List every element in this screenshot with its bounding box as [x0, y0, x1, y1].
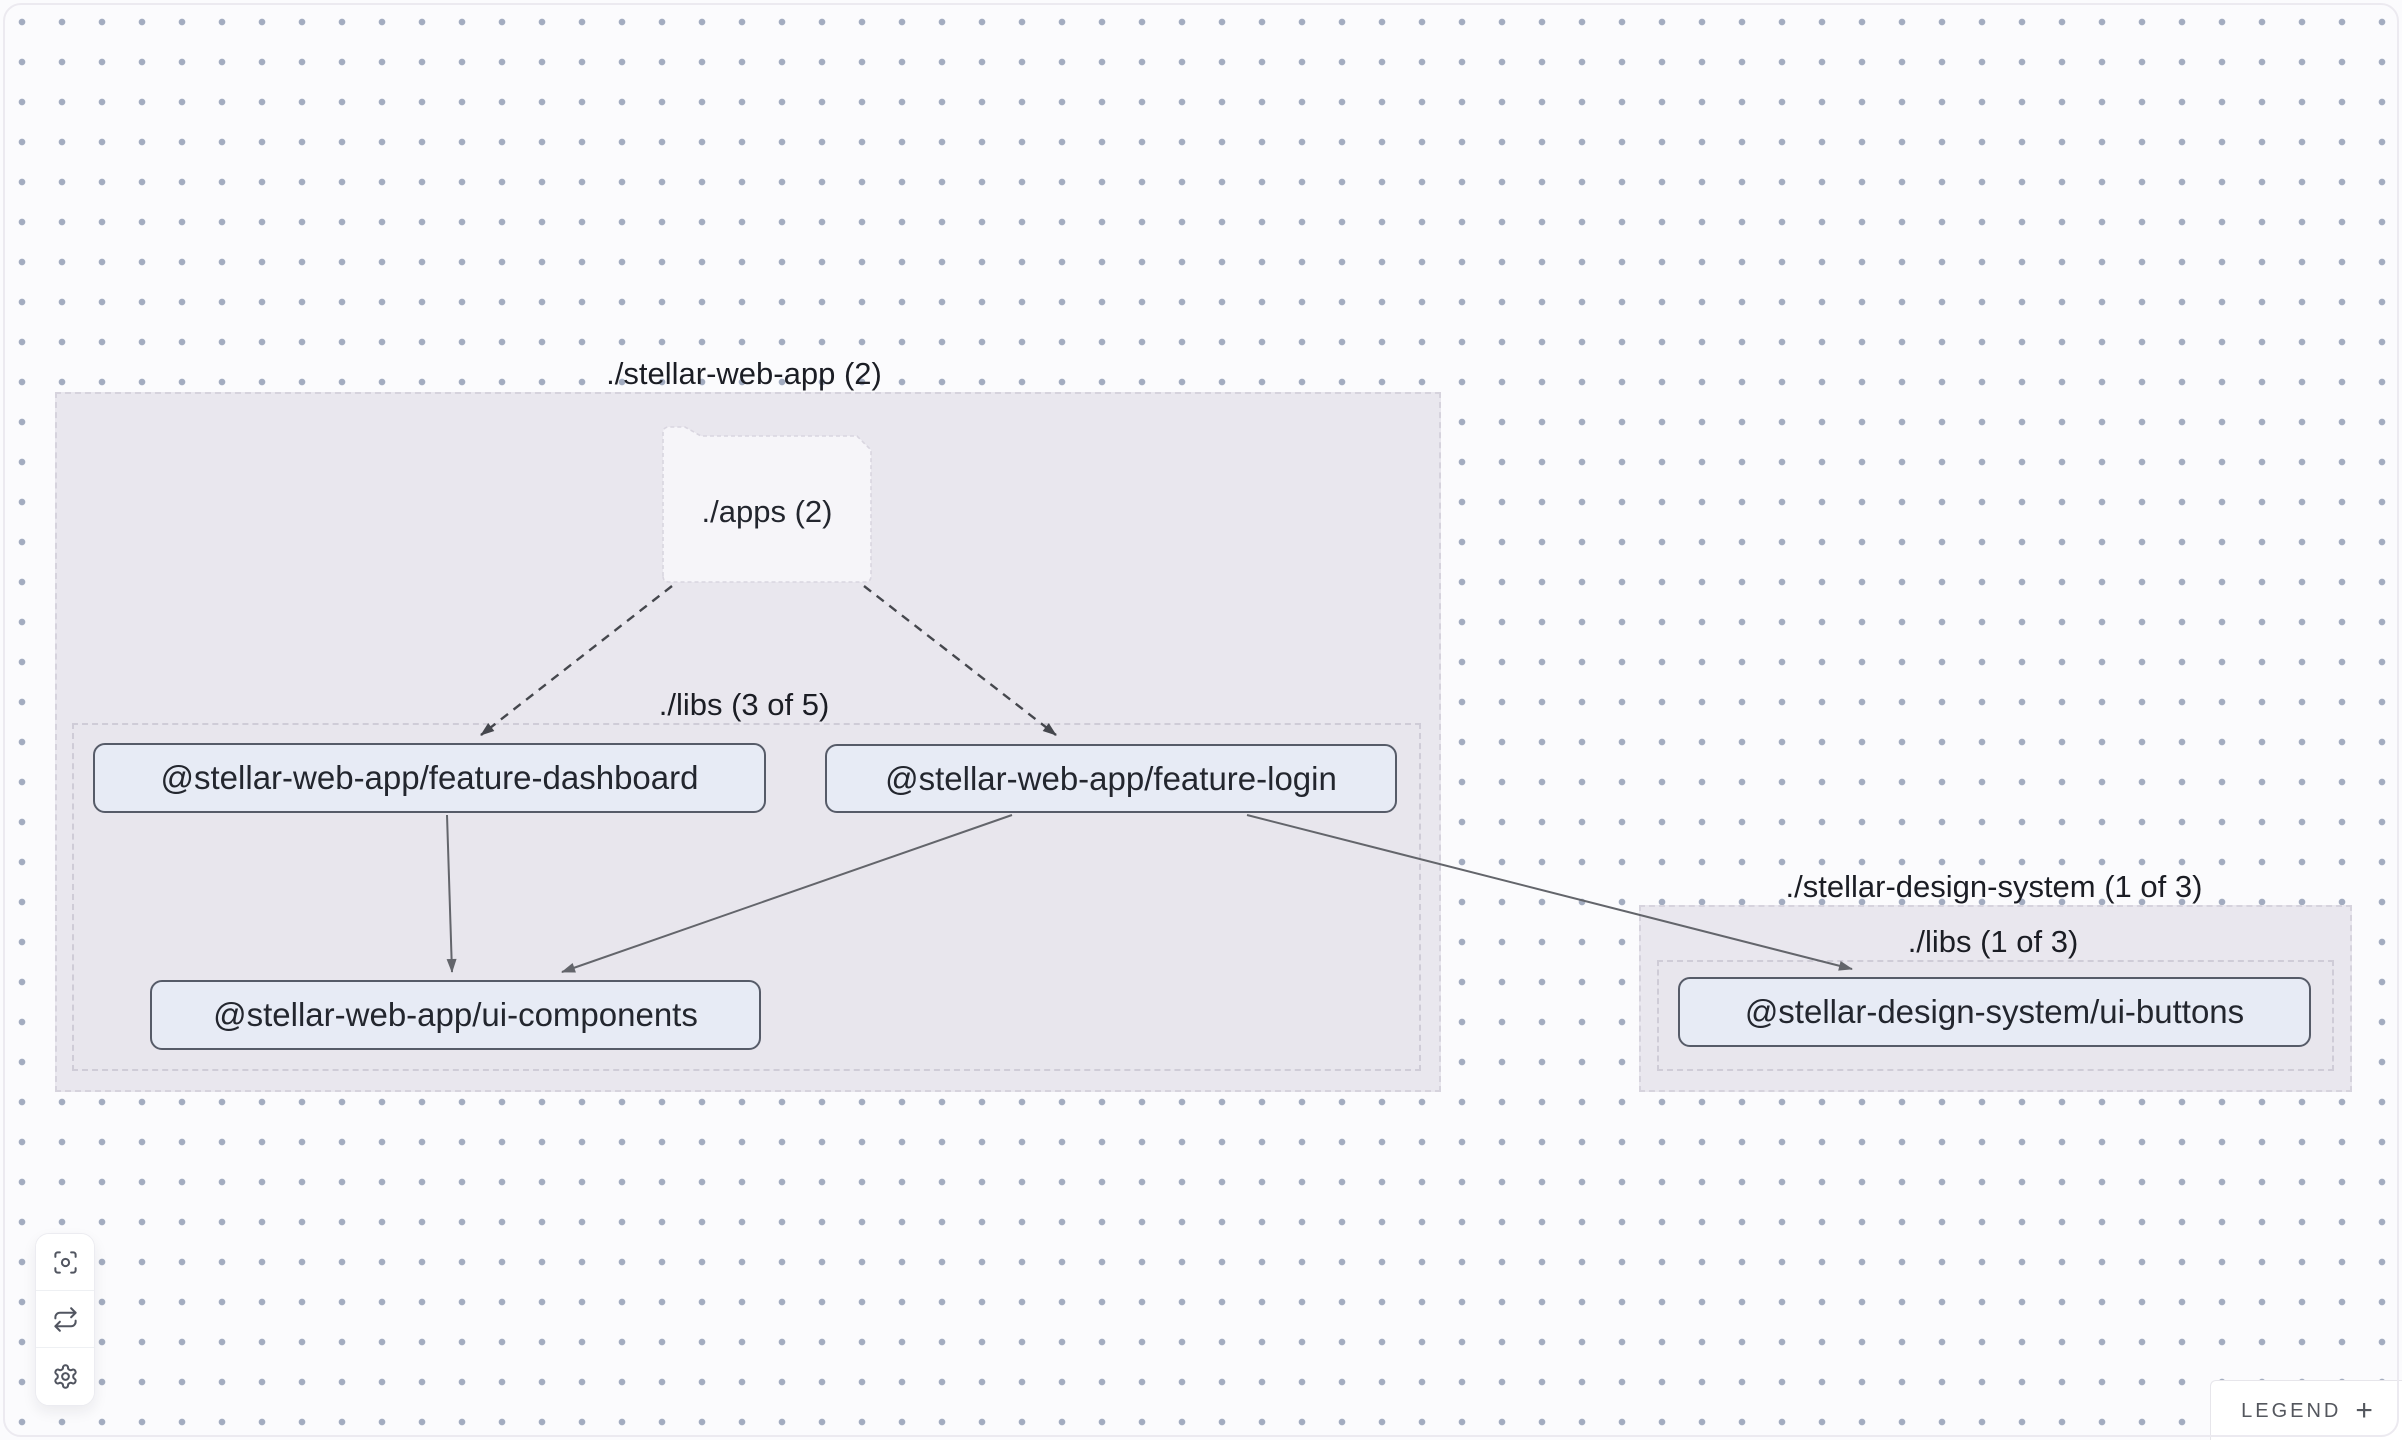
focus-icon: [53, 1250, 77, 1274]
folder-node-apps[interactable]: ./apps (2): [658, 424, 876, 586]
legend-label: LEGEND: [2241, 1399, 2342, 1422]
project-node-ui-components[interactable]: @stellar-web-app/ui-components: [150, 980, 761, 1050]
group-label-web-app-libs: ./libs (3 of 5): [658, 687, 830, 722]
plus-icon: +: [2355, 1394, 2373, 1427]
gear-icon: [53, 1364, 77, 1389]
refresh-icon: [53, 1306, 77, 1332]
project-node-feature-dashboard[interactable]: @stellar-web-app/feature-dashboard: [93, 743, 766, 813]
group-label-stellar-web-app: ./stellar-web-app (2): [606, 356, 882, 391]
group-label-stellar-design-system: ./stellar-design-system (1 of 3): [1785, 869, 2203, 904]
graph-toolbar: [35, 1233, 95, 1406]
group-stellar-design-system-libs: [1657, 960, 2334, 1071]
settings-button[interactable]: [36, 1348, 94, 1405]
project-node-feature-login[interactable]: @stellar-web-app/feature-login: [825, 744, 1397, 813]
folder-label: ./apps (2): [701, 494, 833, 529]
group-label-design-system-libs: ./libs (1 of 3): [1907, 924, 2079, 959]
refresh-graph-button[interactable]: [36, 1291, 94, 1348]
project-node-ui-buttons[interactable]: @stellar-design-system/ui-buttons: [1678, 977, 2311, 1047]
folder-icon: [662, 426, 872, 583]
center-graph-button[interactable]: [36, 1234, 94, 1291]
legend-button[interactable]: LEGEND +: [2210, 1380, 2402, 1440]
